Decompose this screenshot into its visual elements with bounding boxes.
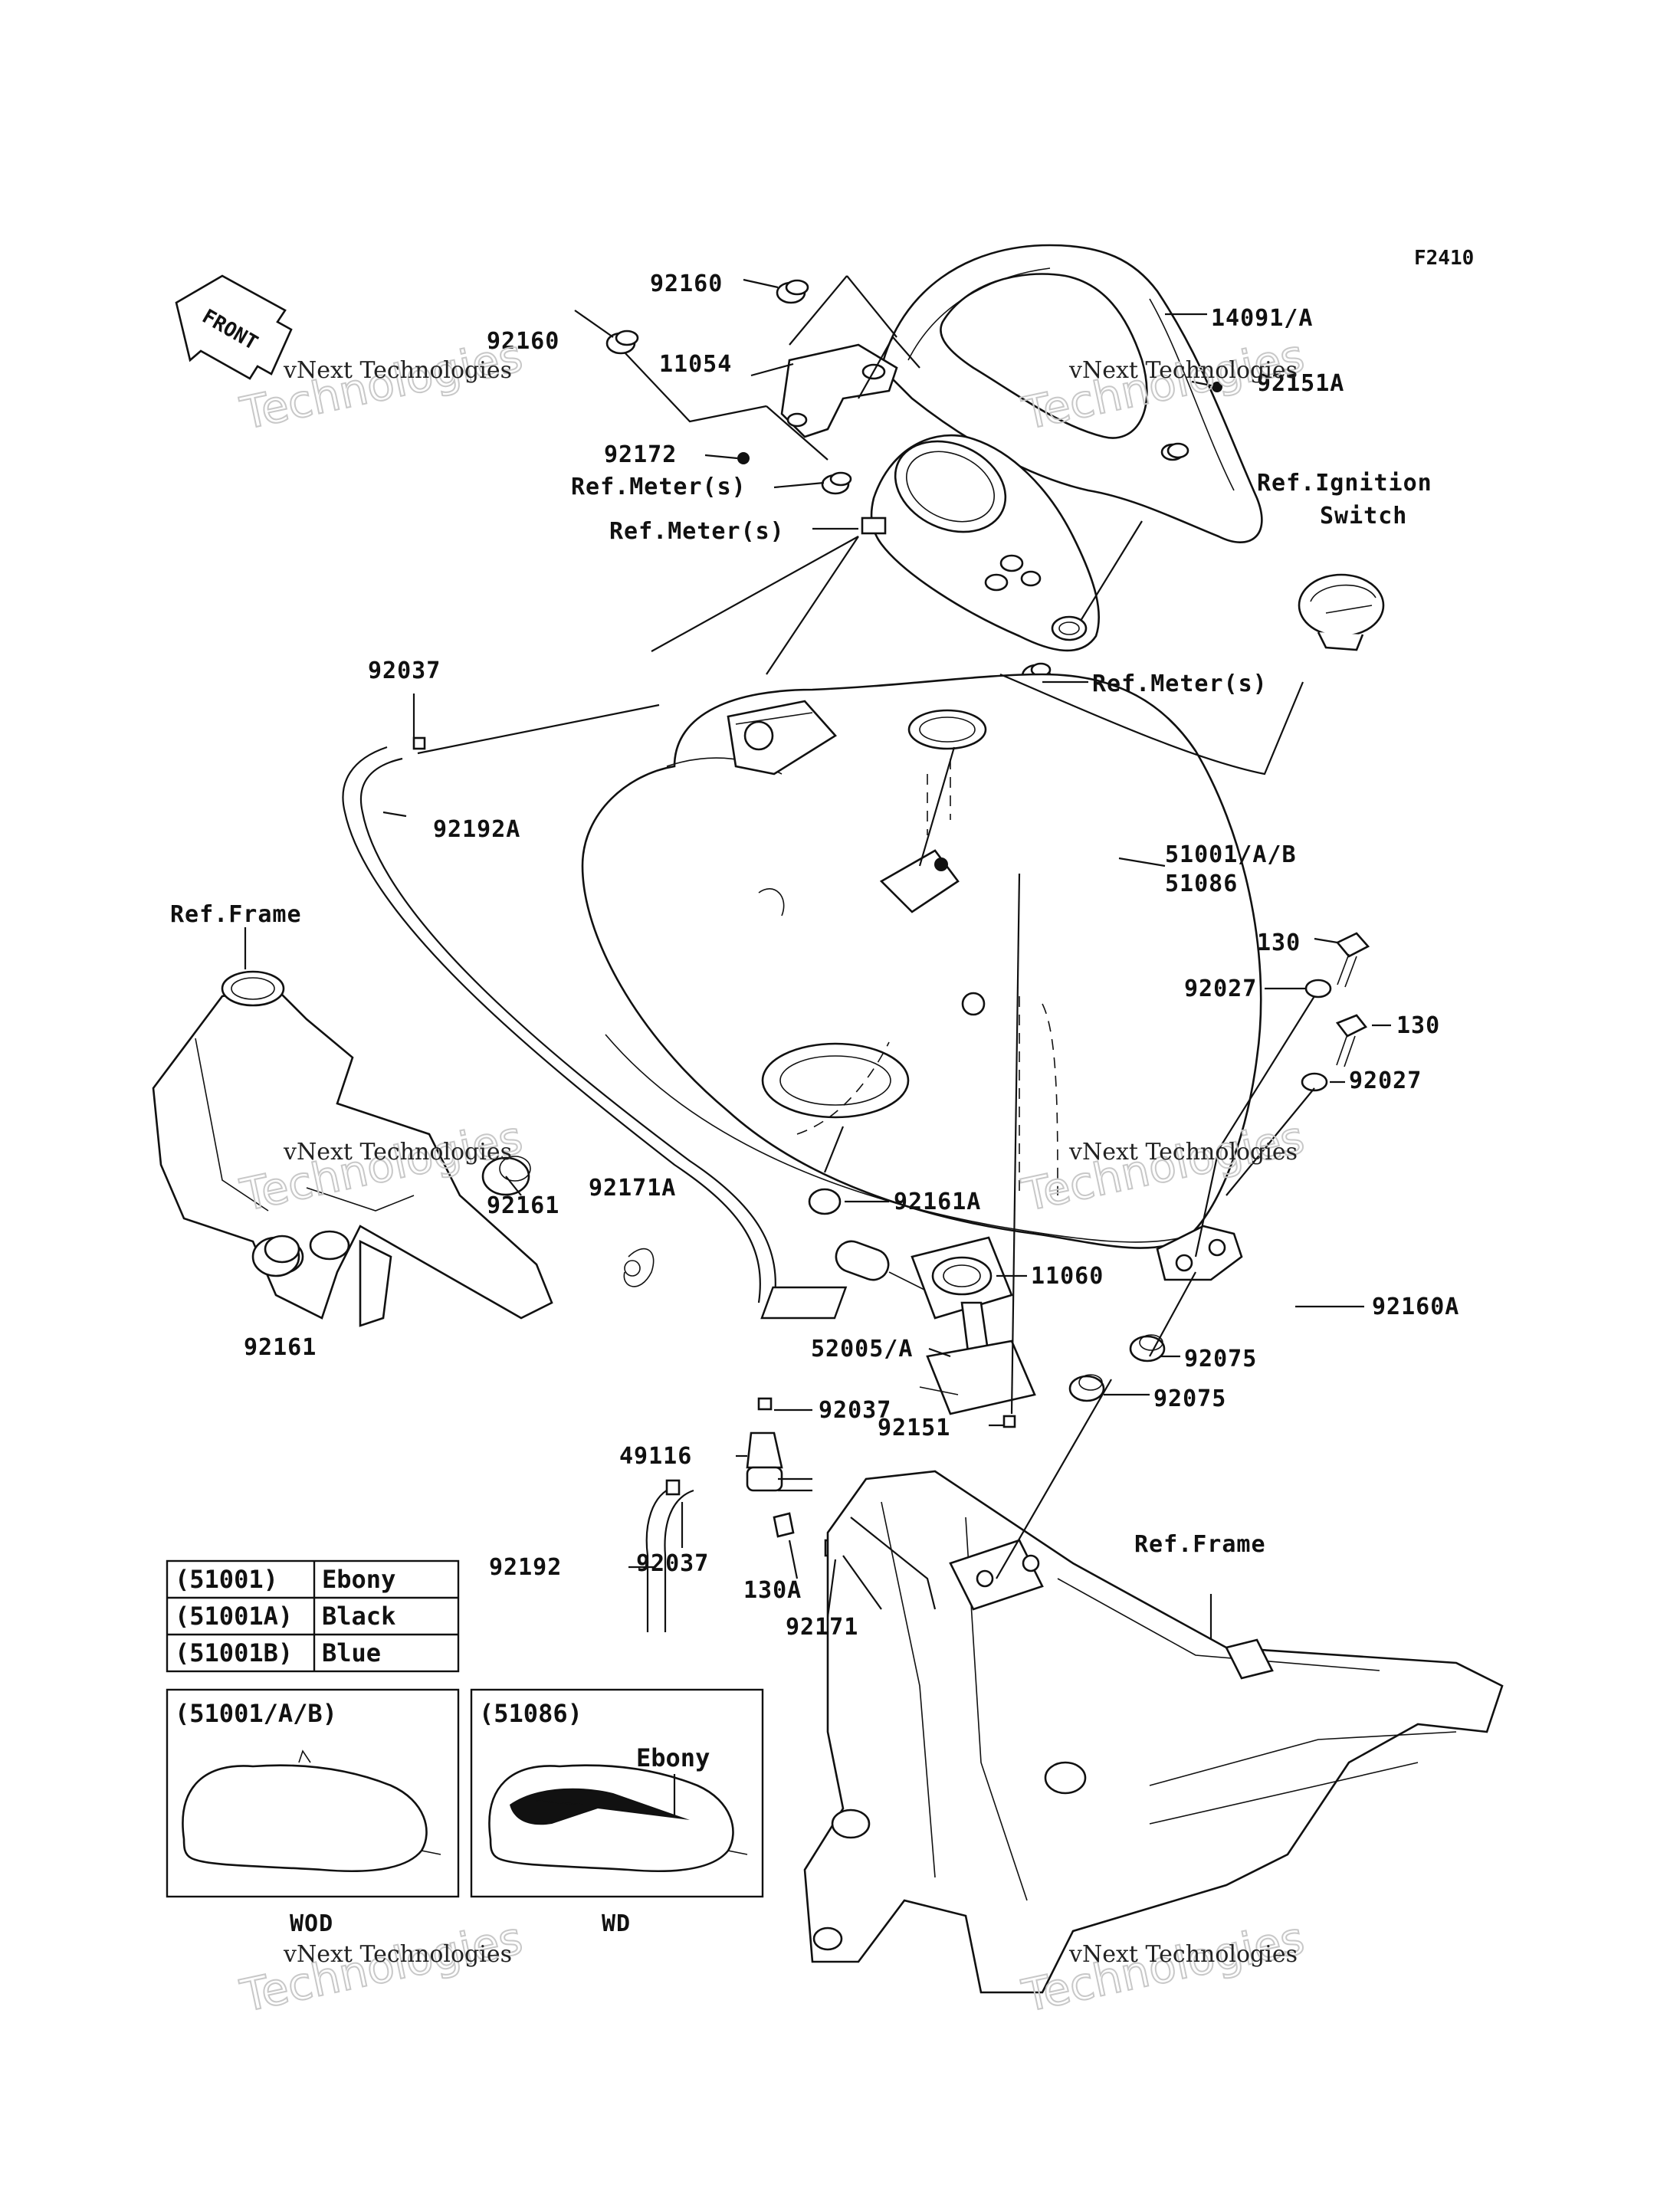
label-130A: 130A (743, 1577, 802, 1604)
label-92171A: 92171A (589, 1175, 676, 1202)
label-92161-a: 92161 (487, 1192, 559, 1219)
label-92171: 92171 (786, 1614, 858, 1641)
watermark-6: vNext Technologies (1068, 1941, 1298, 1968)
label-ref-ignition: Ref.Ignition (1257, 470, 1432, 497)
inset-right: (51086) Ebony WD (470, 1688, 764, 1937)
inset-left: (51001/A/B) WOD (166, 1688, 460, 1937)
fuel-tank-part (581, 673, 1262, 1281)
label-92161A: 92161A (894, 1189, 981, 1215)
label-51086: 51086 (1165, 871, 1238, 897)
label-92037-low: 92037 (636, 1550, 709, 1577)
inset-right-title: (51086) (479, 1699, 582, 1728)
front-arrow-icon: FRONT (175, 274, 293, 380)
watermark-1: vNext Technologies (283, 357, 512, 384)
table-color-3: Blue (322, 1638, 381, 1667)
fuel-pump-part (835, 1236, 1036, 1428)
label-92075-b: 92075 (1153, 1385, 1226, 1412)
label-92161-b: 92161 (244, 1334, 317, 1361)
label-92037-mid: 92037 (819, 1397, 891, 1424)
table-code-1: (51001) (175, 1565, 278, 1594)
color-table: (51001) Ebony (51001A) Black (51001B) Bl… (166, 1559, 460, 1673)
label-92192: 92192 (489, 1554, 562, 1581)
label-ref-ignition-switch: Switch (1320, 503, 1407, 530)
label-11060: 11060 (1031, 1263, 1104, 1290)
figure-code: F2410 (1414, 247, 1474, 270)
inset-left-title: (51001/A/B) (175, 1699, 337, 1728)
grommet-part (605, 279, 1222, 495)
label-14091: 14091/A (1211, 305, 1313, 332)
label-92172: 92172 (604, 441, 677, 468)
label-92037-top: 92037 (368, 657, 441, 684)
leader-lines (244, 275, 1391, 1640)
meter-assembly-part (861, 434, 1101, 652)
label-92192A: 92192A (433, 816, 520, 843)
label-130-top: 130 (1257, 930, 1301, 956)
table-code-2: (51001A) (175, 1602, 293, 1631)
fuel-valve-part (645, 1397, 812, 1632)
label-92075-a: 92075 (1184, 1346, 1257, 1372)
fuel-hose-92192A (342, 736, 776, 1303)
table-color-2: Black (322, 1602, 395, 1631)
label-49116: 49116 (619, 1443, 692, 1470)
hose-clip-part (623, 1248, 655, 1287)
label-ref-frame-left: Ref.Frame (170, 901, 302, 928)
label-52005: 52005/A (811, 1336, 913, 1362)
label-ref-meter-1: Ref.Meter(s) (571, 474, 746, 500)
ignition-switch-part (1298, 573, 1385, 651)
label-51001: 51001/A/B (1165, 841, 1297, 868)
inset-left-caption: WOD (290, 1910, 333, 1937)
label-ref-frame-right: Ref.Frame (1134, 1531, 1266, 1558)
part-labels: 92160 92160 11054 14091/A 92151A 92172 R… (170, 271, 1459, 1641)
label-92027-top: 92027 (1184, 976, 1257, 1002)
inset-right-note: Ebony (636, 1743, 710, 1772)
label-ref-meter-2: Ref.Meter(s) (609, 518, 785, 545)
watermark-3: vNext Technologies (283, 1139, 512, 1166)
watermark-5: vNext Technologies (283, 1941, 512, 1968)
label-92160-top: 92160 (650, 271, 723, 297)
frame-right-part (803, 1470, 1504, 1994)
mount-hardware-part (760, 932, 1370, 1402)
watermark-4: vNext Technologies (1068, 1139, 1298, 1166)
table-color-1: Ebony (322, 1565, 395, 1594)
bracket-part (780, 343, 898, 438)
label-92151: 92151 (878, 1415, 950, 1441)
label-92151A: 92151A (1257, 370, 1344, 397)
label-92160-left: 92160 (487, 328, 559, 355)
inset-right-caption: WD (602, 1910, 631, 1937)
watermark-2: vNext Technologies (1068, 357, 1298, 384)
table-code-3: (51001B) (175, 1638, 293, 1667)
label-11054: 11054 (659, 351, 732, 378)
label-130-mid: 130 (1396, 1012, 1440, 1039)
label-92027-mid: 92027 (1349, 1067, 1422, 1094)
label-92160A: 92160A (1372, 1294, 1459, 1320)
label-ref-meter-3: Ref.Meter(s) (1092, 671, 1268, 697)
frame-left-part (152, 970, 553, 1327)
